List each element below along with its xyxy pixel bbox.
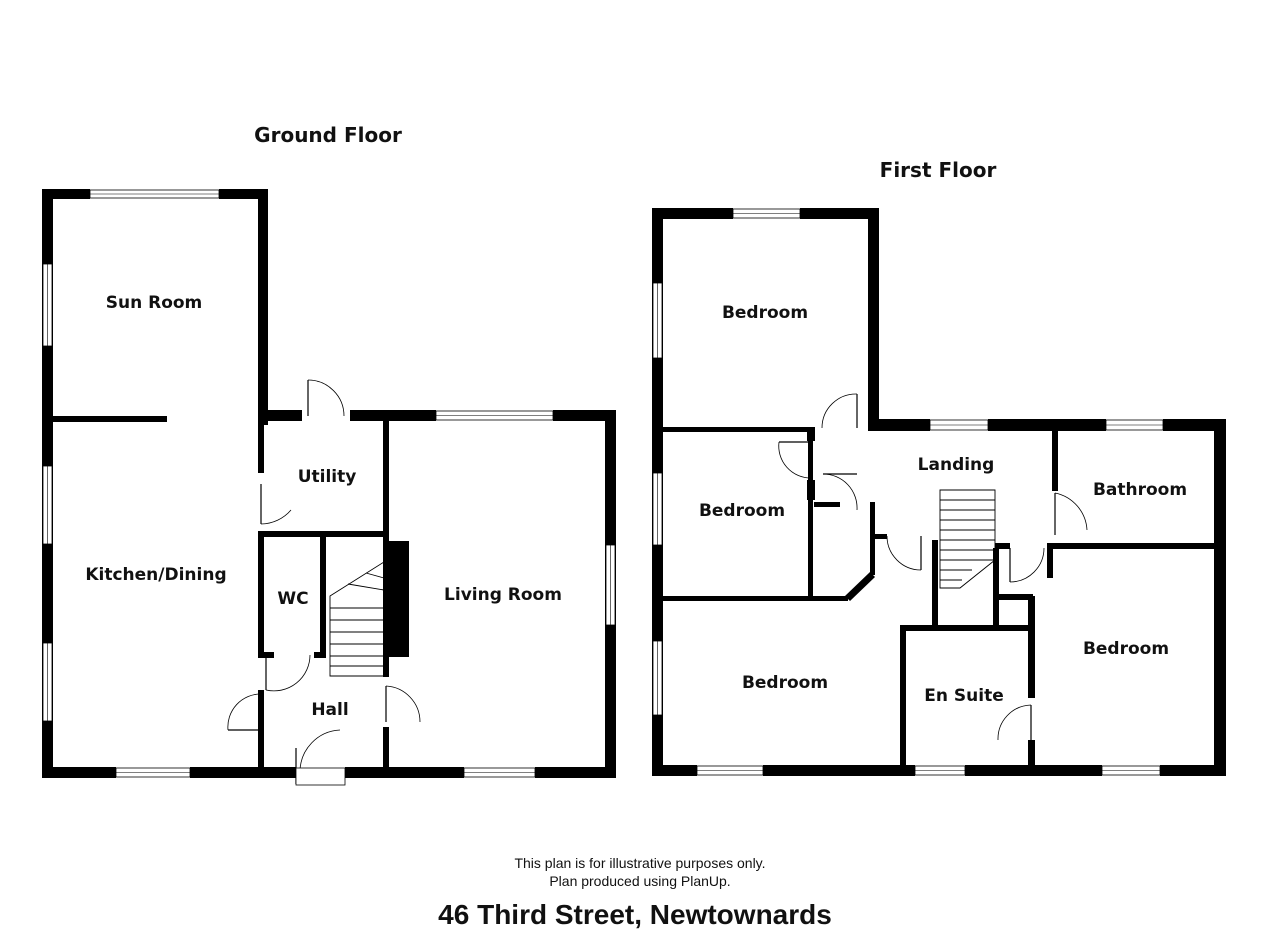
ground-floor-title: Ground Floor <box>254 123 402 147</box>
ground-floor-plan: Ground Floor <box>42 123 616 786</box>
ground-floor-windows <box>42 189 616 778</box>
room-label-wc: WC <box>277 589 308 609</box>
first-floor-title: First Floor <box>880 158 997 182</box>
room-label-en-suite: En Suite <box>924 686 1003 706</box>
room-label-bedroom-2: Bedroom <box>699 501 785 521</box>
disclaimer-line-1: This plan is for illustrative purposes o… <box>514 855 765 871</box>
room-label-sun-room: Sun Room <box>106 293 203 313</box>
property-address: 46 Third Street, Newtownards <box>438 899 832 930</box>
ground-floor-doors <box>227 379 421 786</box>
room-label-hall: Hall <box>311 700 348 720</box>
room-label-landing: Landing <box>918 455 995 475</box>
room-label-bedroom-1: Bedroom <box>722 303 808 323</box>
room-label-living-room: Living Room <box>444 585 562 605</box>
room-label-bedroom-4: Bedroom <box>1083 639 1169 659</box>
room-label-bathroom: Bathroom <box>1093 480 1187 500</box>
room-label-utility: Utility <box>298 467 357 487</box>
room-label-bedroom-3: Bedroom <box>742 673 828 693</box>
first-floor-doors <box>778 393 1088 741</box>
ground-floor-stairs <box>329 561 385 677</box>
disclaimer-line-2: Plan produced using PlanUp. <box>549 873 730 889</box>
first-floor-windows <box>652 208 1164 776</box>
plan-footer: This plan is for illustrative purposes o… <box>438 855 832 930</box>
room-label-kitchen-dining: Kitchen/Dining <box>85 565 226 585</box>
first-floor-stairs <box>939 489 996 589</box>
first-floor-plan: First Floor <box>652 158 1226 776</box>
